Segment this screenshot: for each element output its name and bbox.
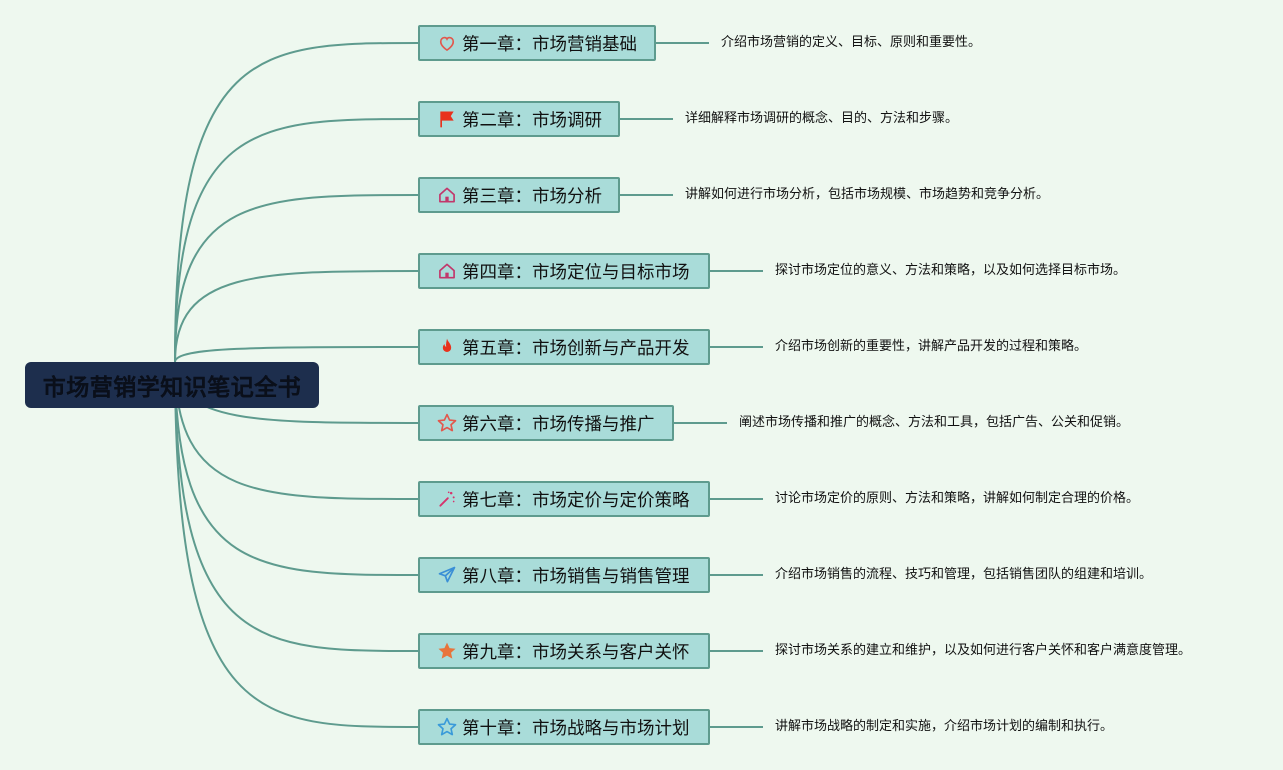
chapter-title: 第八章：市场销售与销售管理 xyxy=(462,566,690,587)
chapter-description-4: 探讨市场定位的意义、方法和策略，以及如何选择目标市场。 xyxy=(775,263,1127,278)
root-topic[interactable]: 市场营销学知识笔记全书 xyxy=(25,362,319,408)
chapter-node-2[interactable]: 第二章：市场调研 xyxy=(418,101,620,137)
chapter-node-6[interactable]: 第六章：市场传播与推广 xyxy=(418,405,674,441)
chapter-node-10[interactable]: 第十章：市场战略与市场计划 xyxy=(418,709,710,745)
chapter-description-3: 讲解如何进行市场分析，包括市场规模、市场趋势和竞争分析。 xyxy=(685,187,1050,202)
chapter-title: 第一章：市场营销基础 xyxy=(462,34,637,55)
branch-connector-8 xyxy=(174,361,419,576)
branch-connector-9 xyxy=(174,361,419,652)
magic-wand-icon xyxy=(436,488,458,510)
chapter-description-6: 阐述市场传播和推广的概念、方法和工具，包括广告、公关和促销。 xyxy=(739,415,1130,430)
chapter-description-7: 讨论市场定价的原则、方法和策略，讲解如何制定合理的价格。 xyxy=(775,491,1140,506)
chapter-description-5: 介绍市场创新的重要性，讲解产品开发的过程和策略。 xyxy=(775,339,1088,354)
chapter-title: 第七章：市场定价与定价策略 xyxy=(462,490,690,511)
home-icon xyxy=(436,260,458,282)
branch-connector-3 xyxy=(174,194,419,363)
star-outline-icon xyxy=(436,716,458,738)
branch-connector-1 xyxy=(174,42,419,363)
flag-icon xyxy=(436,108,458,130)
home-icon xyxy=(436,184,458,206)
chapter-node-8[interactable]: 第八章：市场销售与销售管理 xyxy=(418,557,710,593)
star-outline-icon xyxy=(436,412,458,434)
chapter-node-5[interactable]: 第五章：市场创新与产品开发 xyxy=(418,329,710,365)
branch-connector-4 xyxy=(174,270,419,363)
chapter-title: 第九章：市场关系与客户关怀 xyxy=(462,642,690,663)
chapter-node-3[interactable]: 第三章：市场分析 xyxy=(418,177,620,213)
chapter-title: 第二章：市场调研 xyxy=(462,110,602,131)
chapter-description-1: 介绍市场营销的定义、目标、原则和重要性。 xyxy=(721,35,982,50)
branch-connector-5 xyxy=(174,346,419,363)
heart-outline-icon xyxy=(436,32,458,54)
root-topic-label: 市场营销学知识笔记全书 xyxy=(42,375,302,401)
chapter-title: 第四章：市场定位与目标市场 xyxy=(462,262,690,283)
branch-connector-7 xyxy=(174,361,419,500)
branch-connector-10 xyxy=(174,361,419,728)
chapter-description-9: 探讨市场关系的建立和维护，以及如何进行客户关怀和客户满意度管理。 xyxy=(775,643,1192,658)
paper-plane-icon xyxy=(436,564,458,586)
chapter-description-10: 讲解市场战略的制定和实施，介绍市场计划的编制和执行。 xyxy=(775,719,1114,734)
chapter-node-9[interactable]: 第九章：市场关系与客户关怀 xyxy=(418,633,710,669)
chapter-title: 第五章：市场创新与产品开发 xyxy=(462,338,690,359)
chapter-title: 第三章：市场分析 xyxy=(462,186,602,207)
branch-connector-2 xyxy=(174,118,419,363)
star-filled-icon xyxy=(436,640,458,662)
chapter-node-4[interactable]: 第四章：市场定位与目标市场 xyxy=(418,253,710,289)
chapter-description-2: 详细解释市场调研的概念、目的、方法和步骤。 xyxy=(685,111,959,126)
chapter-description-8: 介绍市场销售的流程、技巧和管理，包括销售团队的组建和培训。 xyxy=(775,567,1153,582)
fire-icon xyxy=(436,336,458,358)
chapter-node-7[interactable]: 第七章：市场定价与定价策略 xyxy=(418,481,710,517)
chapter-title: 第六章：市场传播与推广 xyxy=(462,414,655,435)
chapter-node-1[interactable]: 第一章：市场营销基础 xyxy=(418,25,656,61)
chapter-title: 第十章：市场战略与市场计划 xyxy=(462,718,690,739)
